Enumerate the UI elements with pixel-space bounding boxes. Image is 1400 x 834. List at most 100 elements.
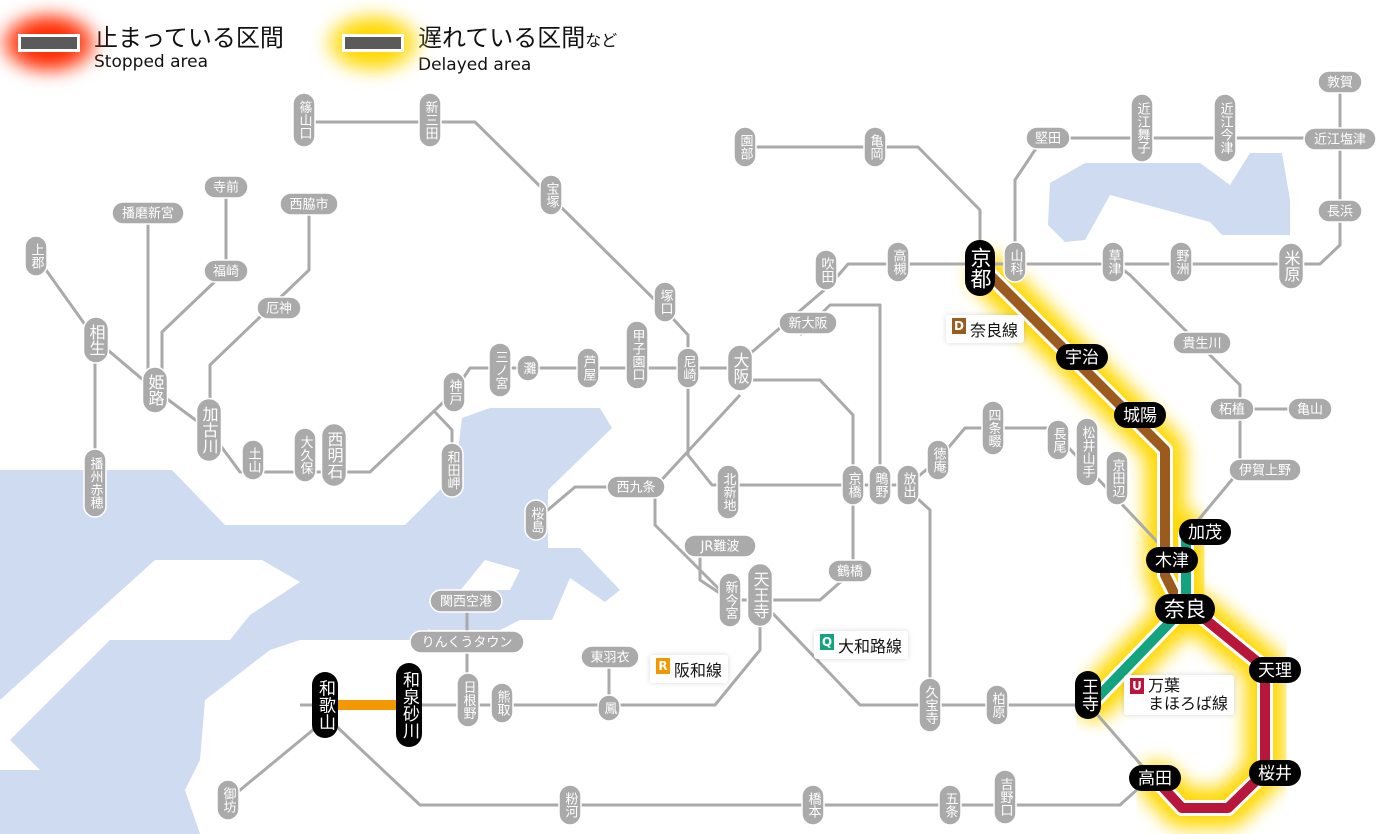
station[interactable]: 橋本	[801, 784, 825, 826]
station[interactable]: 高槻	[886, 241, 910, 283]
station-marker	[490, 682, 514, 724]
station-marker	[993, 769, 1017, 825]
station[interactable]: 天王寺	[746, 562, 774, 628]
station[interactable]: 貴生川	[1172, 331, 1232, 355]
station[interactable]: 山科	[1003, 241, 1027, 283]
station[interactable]: 王寺	[1075, 671, 1101, 719]
station[interactable]: 松井山手	[1075, 417, 1099, 487]
station[interactable]: 京田辺	[1105, 450, 1129, 506]
line-label-yamatoji[interactable]: Q 大和路線	[814, 631, 909, 659]
station[interactable]: 加古川	[195, 397, 223, 463]
station[interactable]: 灘	[516, 354, 540, 382]
line-label-nara[interactable]: D 奈良線	[946, 315, 1025, 343]
station[interactable]: 草津	[1101, 241, 1125, 283]
station[interactable]: 吉野口	[993, 769, 1017, 825]
station[interactable]: 神戸	[442, 371, 466, 413]
station-name: 宇治	[1065, 348, 1099, 368]
legend-stopped: 止まっている区間 Stopped area	[10, 24, 284, 72]
station[interactable]: りんくうタウン	[409, 630, 525, 654]
station[interactable]: 京都	[965, 240, 995, 296]
station[interactable]: 天理	[1249, 657, 1301, 683]
station[interactable]: 鳳	[597, 694, 621, 722]
station[interactable]: 新大阪	[778, 311, 838, 335]
station-marker	[203, 175, 249, 199]
station[interactable]: 篠山口	[292, 92, 316, 148]
station[interactable]: 近江塩津	[1303, 127, 1377, 151]
station[interactable]: 西明石	[320, 422, 348, 488]
station[interactable]: 五条	[938, 784, 962, 826]
station[interactable]: 甲子園口	[625, 320, 649, 390]
station[interactable]: 芦屋	[576, 347, 600, 389]
station[interactable]: 京橋	[841, 464, 865, 506]
station[interactable]: 桜井	[1249, 760, 1301, 786]
station[interactable]: 大久保	[293, 427, 317, 483]
station[interactable]: 四条畷	[981, 400, 1005, 456]
station[interactable]: 熊取	[490, 682, 514, 724]
station[interactable]: 福崎	[203, 259, 249, 283]
station[interactable]: 奈良	[1155, 594, 1215, 624]
station[interactable]: 寺前	[203, 175, 249, 199]
station[interactable]: 鶴橋	[827, 559, 873, 583]
station[interactable]: 城陽	[1114, 402, 1166, 428]
station[interactable]: 鴫野	[868, 464, 892, 506]
station[interactable]: 播磨新宮	[111, 201, 185, 225]
station[interactable]: 和田岬	[440, 442, 464, 498]
station[interactable]: 上郡	[24, 235, 48, 277]
station[interactable]: 加茂	[1179, 519, 1231, 545]
station[interactable]: 和歌山	[312, 672, 338, 738]
station[interactable]: 塚口	[653, 281, 677, 323]
station-name: 亀山	[1297, 403, 1323, 418]
station[interactable]: 関西空港	[429, 589, 503, 613]
station[interactable]: 大阪	[726, 344, 754, 392]
station[interactable]: 野洲	[1169, 241, 1193, 283]
station[interactable]: 高田	[1129, 765, 1181, 791]
station[interactable]: 和泉砂川	[396, 663, 422, 747]
station[interactable]: 土山	[241, 439, 265, 481]
line-manyo[interactable]	[1154, 611, 1270, 813]
station-marker	[1130, 93, 1154, 163]
station[interactable]: 粉河	[558, 784, 582, 826]
station[interactable]: 西脇市	[279, 192, 339, 216]
station[interactable]: 亀岡	[863, 126, 887, 168]
station[interactable]: 長浜	[1317, 199, 1363, 223]
station[interactable]: 御坊	[216, 779, 240, 821]
station[interactable]: 北新地	[716, 464, 740, 520]
station[interactable]: 姫路	[141, 366, 169, 414]
station[interactable]: 長尾	[1046, 419, 1070, 461]
station[interactable]: 園部	[733, 126, 757, 168]
station[interactable]: 久宝寺	[918, 677, 942, 733]
station[interactable]: 厄神	[256, 296, 302, 320]
station-marker	[1025, 126, 1071, 150]
station-name: 鶴橋	[837, 564, 863, 580]
station[interactable]: 播州赤穂	[83, 448, 107, 518]
station[interactable]: 東羽衣	[580, 645, 640, 669]
station[interactable]: 西九条	[606, 475, 666, 499]
station[interactable]: 柘植	[1209, 397, 1255, 421]
line-label-manyo-mahoroba[interactable]: U 万葉まほろば線	[1124, 675, 1235, 715]
station[interactable]: 放出	[896, 464, 920, 506]
station[interactable]: 新三田	[418, 92, 442, 148]
station[interactable]: 米原	[1277, 242, 1305, 290]
station[interactable]: 新今宮	[718, 572, 742, 628]
station[interactable]: 近江今津	[1213, 93, 1237, 163]
station[interactable]: JR難波	[683, 534, 757, 558]
line-label-hanwa[interactable]: R 阪和線	[650, 655, 729, 683]
station[interactable]: 尼崎	[676, 347, 700, 389]
station[interactable]: 相生	[82, 316, 110, 364]
station[interactable]: 日根野	[456, 672, 480, 728]
delayed-swatch-icon	[342, 34, 404, 52]
station[interactable]: 徳庵	[926, 439, 950, 481]
station[interactable]: 柏原	[985, 684, 1009, 726]
station[interactable]: 宇治	[1056, 344, 1108, 370]
station[interactable]: 桜島	[524, 499, 548, 541]
stations-layer: 篠山口 新三田宝塚 寺前播磨新宮 西脇市上郡福崎厄神相生姫路加古川土山 大久保西明石 神戸…	[24, 70, 1377, 826]
station[interactable]: 三ノ宮	[488, 342, 512, 398]
station[interactable]: 堅田	[1025, 126, 1071, 150]
station[interactable]: 吹田	[814, 249, 838, 291]
station[interactable]: 宝塚	[539, 174, 563, 216]
station[interactable]: 亀山	[1287, 397, 1333, 421]
station[interactable]: 敦賀	[1317, 70, 1363, 94]
station[interactable]: 伊賀上野	[1228, 458, 1302, 482]
station[interactable]: 近江舞子	[1130, 93, 1154, 163]
station[interactable]: 木津	[1146, 547, 1198, 573]
